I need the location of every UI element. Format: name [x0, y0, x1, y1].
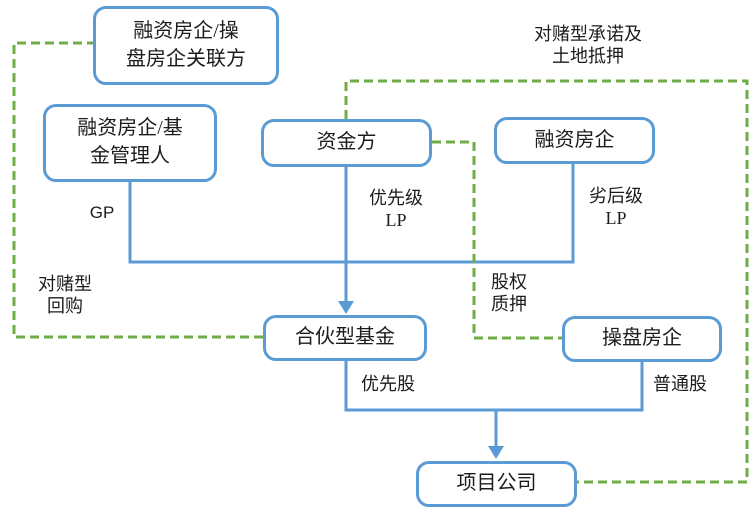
node-operating-developer: 操盘房企: [562, 316, 722, 362]
gp-and-junior-lp-merge-line: [128, 163, 575, 264]
label-common-shares: 普通股: [653, 374, 707, 394]
equity-pledge-dashed-line: [432, 140, 562, 340]
label-gp: GP: [89, 203, 115, 222]
node-related-party: 融资房企/操 盘房企关联方: [93, 6, 279, 85]
label-preferred-shares: 优先股: [361, 374, 415, 394]
node-financing-developer: 融资房企: [494, 117, 655, 164]
shares-merge-line: [344, 361, 644, 412]
label-senior-lp: 优先级 LP: [369, 188, 423, 230]
node-partnership-fund: 合伙型基金: [263, 315, 427, 361]
node-capital-provider: 资金方: [261, 119, 432, 167]
fund-arrowhead-icon: [338, 301, 354, 314]
label-junior-lp: 劣后级 LP: [589, 186, 643, 228]
node-project-company: 项目公司: [416, 461, 577, 507]
bet-repurchase-dashed-line: [12, 41, 263, 339]
project-arrowhead-icon: [488, 446, 504, 459]
bet-commitment-dashed-line: [344, 79, 749, 484]
label-bet-repurchase: 对赌型 回购: [38, 274, 92, 316]
label-equity-pledge: 股权 质押: [491, 272, 527, 314]
node-fund-manager: 融资房企/基 金管理人: [43, 104, 217, 182]
label-bet-commitment-land-mortgage: 对赌型承诺及 土地抵押: [534, 24, 642, 66]
